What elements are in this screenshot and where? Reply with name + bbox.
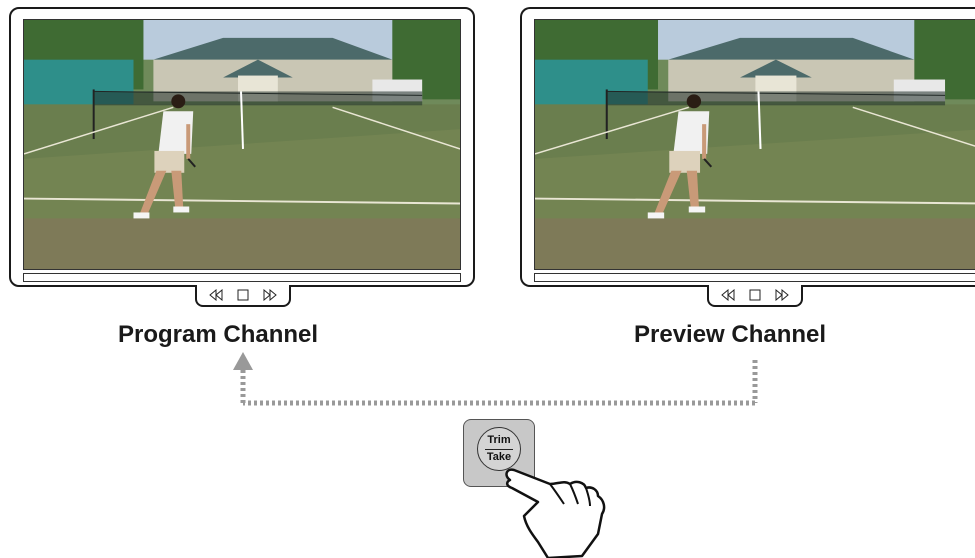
preview-channel-label: Preview Channel (634, 321, 827, 348)
program-monitor (9, 7, 475, 287)
take-button[interactable]: Trim Take (463, 419, 535, 487)
fast-forward-icon[interactable] (261, 288, 279, 302)
program-channel-label: Program Channel (118, 321, 319, 348)
fast-forward-icon[interactable] (773, 288, 791, 302)
preview-video-screen (534, 19, 975, 270)
trim-label: Trim (487, 434, 511, 446)
preview-monitor (520, 7, 975, 287)
program-video-screen (23, 19, 461, 270)
rewind-icon[interactable] (207, 288, 225, 302)
rewind-icon[interactable] (719, 288, 737, 302)
tennis-scene-image (24, 20, 460, 269)
arrow-head-icon (233, 352, 253, 370)
take-divider (485, 449, 513, 451)
take-label: Take (486, 451, 512, 463)
stop-icon[interactable] (746, 288, 764, 302)
tennis-scene-image (535, 20, 975, 269)
program-transport-controls (195, 285, 291, 307)
pointing-hand-icon (505, 468, 606, 558)
take-button-face: Trim Take (477, 427, 521, 471)
preview-transport-controls (707, 285, 803, 307)
stop-icon[interactable] (234, 288, 252, 302)
program-timeline-bar[interactable] (23, 273, 461, 282)
preview-timeline-bar[interactable] (534, 273, 975, 282)
